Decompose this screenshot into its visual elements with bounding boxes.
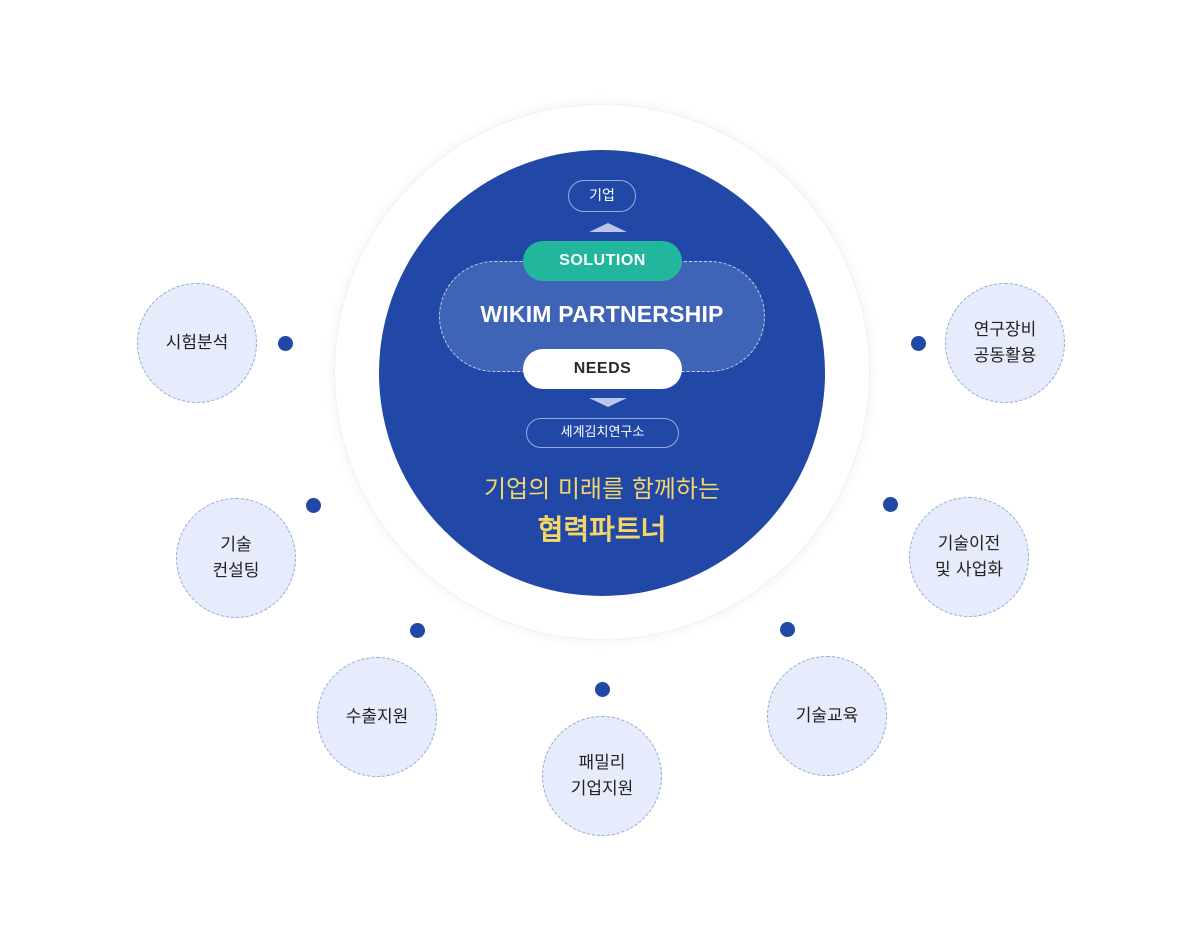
service-label: 공동활용 xyxy=(973,346,1037,366)
service-label: 시험분석 xyxy=(165,333,229,353)
service-label: 수출지원 xyxy=(345,707,409,727)
solution-badge: SOLUTION xyxy=(523,241,682,281)
service-label: 연구장비 xyxy=(973,320,1037,340)
service-node-equipment: 연구장비 공동활용 xyxy=(945,283,1065,403)
connector-dot-testing xyxy=(278,336,293,351)
service-label: 및 사업화 xyxy=(935,560,1003,580)
bottom-label-institute: 세계김치연구소 xyxy=(526,418,679,448)
service-label: 패밀리 xyxy=(578,753,626,773)
connector-dot-equipment xyxy=(911,336,926,351)
service-node-consulting: 기술 컨설팅 xyxy=(176,498,296,618)
service-label: 컨설팅 xyxy=(212,561,260,581)
top-label-company: 기업 xyxy=(568,180,636,212)
service-node-education: 기술교육 xyxy=(767,656,887,776)
service-node-tech-transfer: 기술이전 및 사업화 xyxy=(909,497,1029,617)
connector-dot-education xyxy=(780,622,795,637)
tagline-strong: 협력파트너 xyxy=(537,513,667,546)
tagline: 기업의 미래를 함께하는 xyxy=(483,475,721,503)
partnership-title: WIKIM PARTNERSHIP xyxy=(480,301,724,327)
service-label: 기술이전 xyxy=(937,534,1001,554)
connector-dot-tech-transfer xyxy=(883,497,898,512)
service-label: 기업지원 xyxy=(570,779,634,799)
service-label: 기술 xyxy=(220,535,252,555)
arrow-down-icon xyxy=(589,398,627,407)
service-node-export: 수출지원 xyxy=(317,657,437,777)
service-label: 기술교육 xyxy=(795,706,859,726)
needs-badge: NEEDS xyxy=(523,349,682,389)
service-node-family: 패밀리 기업지원 xyxy=(542,716,662,836)
connector-dot-family xyxy=(595,682,610,697)
connector-dot-export xyxy=(410,623,425,638)
arrow-up-icon xyxy=(589,223,627,232)
service-node-testing: 시험분석 xyxy=(137,283,257,403)
connector-dot-consulting xyxy=(306,498,321,513)
